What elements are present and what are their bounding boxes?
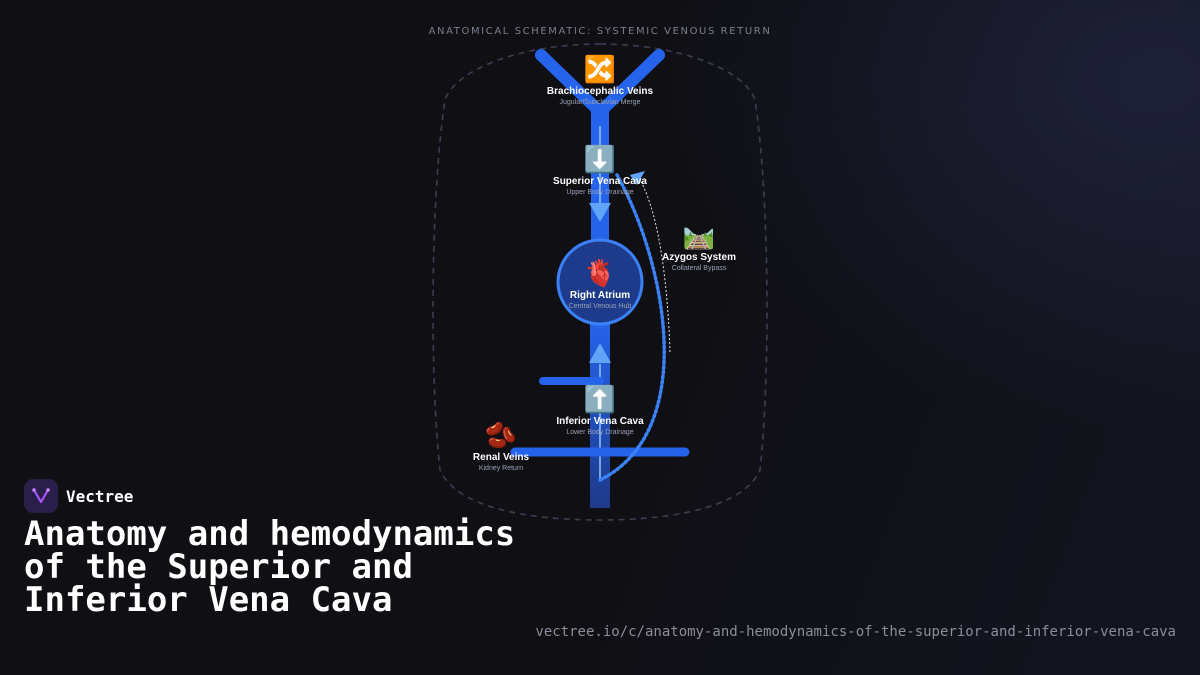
node-sublabel: Lower Body Drainage xyxy=(566,429,634,436)
node-right-atrium: 🫀 Right Atrium Central Venous Hub xyxy=(569,258,632,310)
diagram-title: ANATOMICAL SCHEMATIC: SYSTEMIC VENOUS RE… xyxy=(428,26,772,37)
node-renal-veins: 🫘 Renal Veins Kidney Return xyxy=(473,420,529,472)
azygos-thin-path xyxy=(639,179,671,353)
node-label: Brachiocephalic Veins xyxy=(546,86,654,97)
page-url[interactable]: vectree.io/c/anatomy-and-hemodynamics-of… xyxy=(535,624,1176,640)
node-azygos-system: 🛤️ Azygos System Collateral Bypass xyxy=(662,220,736,272)
right-brachiocephalic-vein xyxy=(594,49,665,118)
heart-icon: 🫀 xyxy=(583,258,617,288)
node-label: Superior Vena Cava xyxy=(553,176,647,187)
node-inferior-vena-cava: ⬆️ Inferior Vena Cava Lower Body Drainag… xyxy=(556,384,643,436)
body-outline xyxy=(432,43,768,521)
azygos-collateral-path xyxy=(598,173,666,482)
node-sublabel: Central Venous Hub xyxy=(568,303,632,310)
vectree-logo-icon xyxy=(24,479,58,513)
node-sublabel: Jugular/Subclavian Merge xyxy=(559,99,641,106)
brand-name: Vectree xyxy=(66,486,134,506)
left-brachiocephalic-vein xyxy=(535,49,606,118)
node-sublabel: Collateral Bypass xyxy=(671,265,727,272)
node-superior-vena-cava: ⬇️ Superior Vena Cava Upper Body Drainag… xyxy=(553,144,647,196)
svc-flow-arrow xyxy=(589,203,611,222)
node-label: Inferior Vena Cava xyxy=(556,416,644,427)
right-atrium-circle xyxy=(556,238,644,326)
page-title: Anatomy and hemodynamics of the Superior… xyxy=(24,514,516,620)
node-label: Right Atrium xyxy=(569,290,631,301)
azygos-arrow-head xyxy=(630,171,645,185)
down-arrow-icon: ⬇️ xyxy=(583,144,617,174)
kidney-icon: 🫘 xyxy=(484,420,518,450)
node-label: Renal Veins xyxy=(472,452,530,463)
node-sublabel: Upper Body Drainage xyxy=(566,189,634,196)
node-label: Azygos System xyxy=(662,252,736,263)
node-sublabel: Kidney Return xyxy=(478,465,524,472)
railway-track-icon: 🛤️ xyxy=(682,220,716,250)
ivc-flow-arrow xyxy=(589,343,611,363)
shuffle-icon: 🔀 xyxy=(583,54,617,84)
brand[interactable]: Vectree xyxy=(24,479,133,513)
node-brachiocephalic-veins: 🔀 Brachiocephalic Veins Jugular/Subclavi… xyxy=(547,54,653,106)
up-arrow-icon: ⬆️ xyxy=(583,384,617,414)
